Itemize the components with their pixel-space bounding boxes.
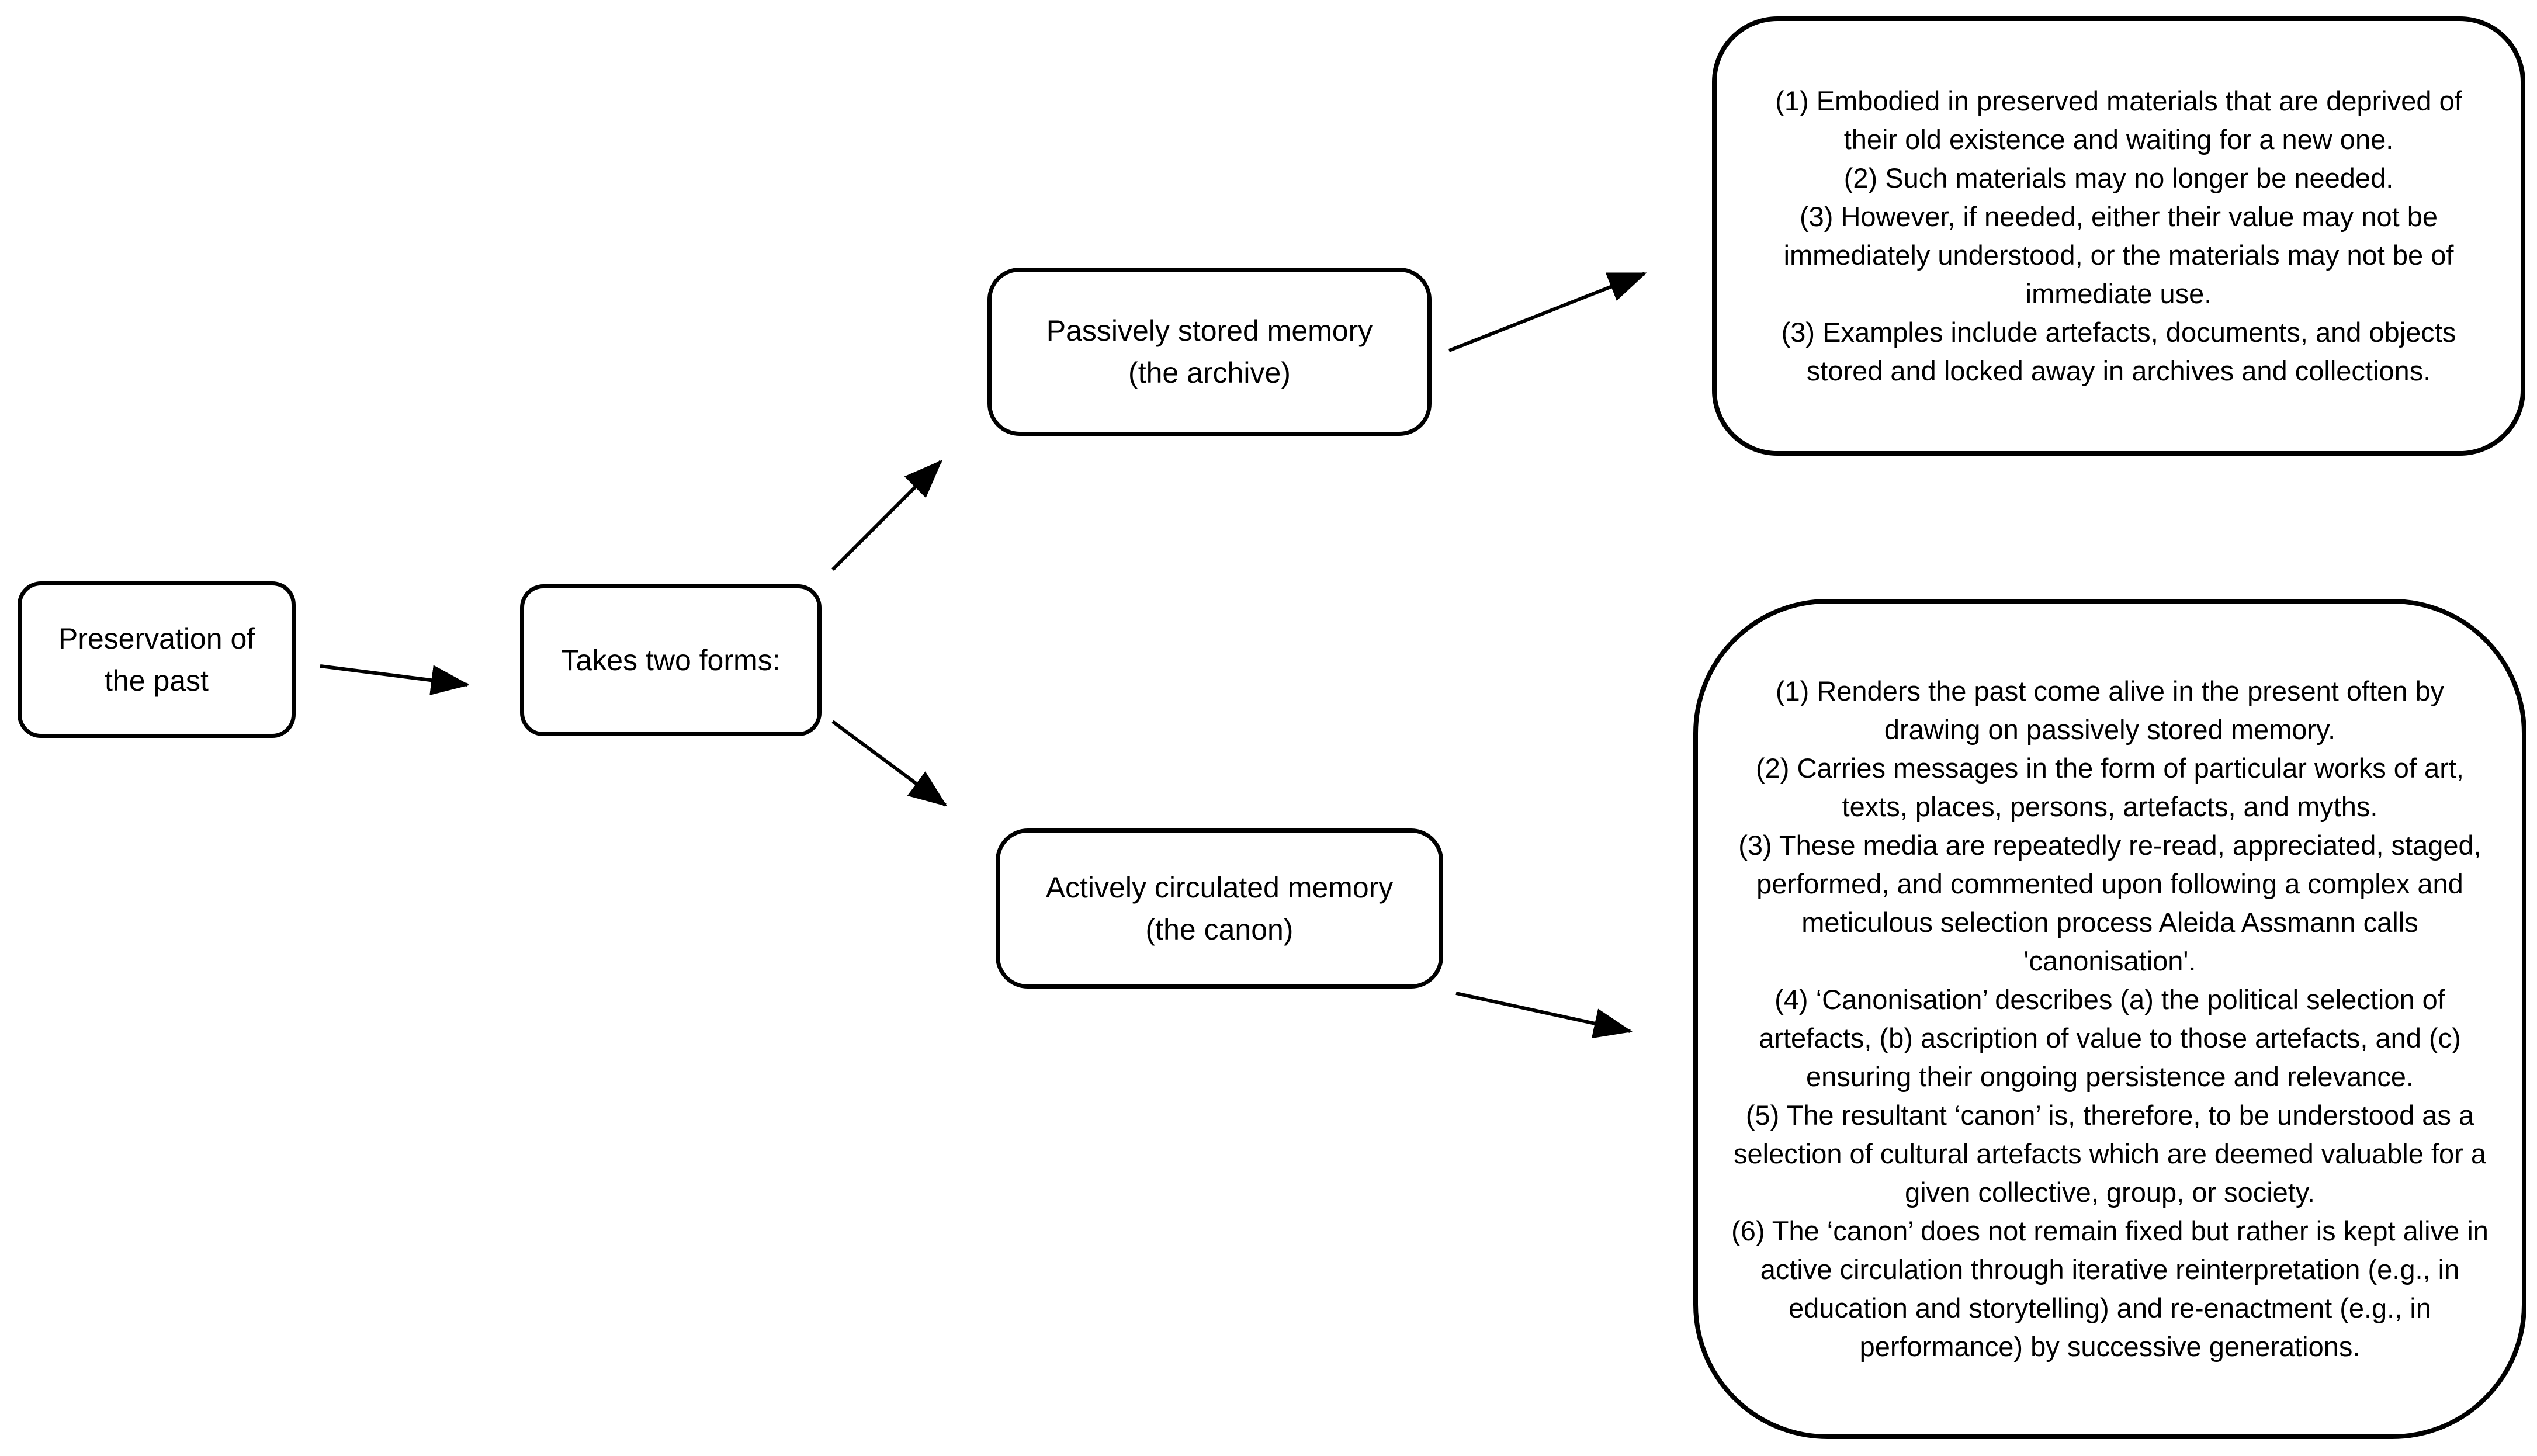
canon-item: (6) The ‘canon’ does not remain fixed bu…: [1731, 1215, 2489, 1362]
node-active-subtitle: (the canon): [1145, 913, 1294, 946]
archive-item: (1) Embodied in preserved materials that…: [1775, 85, 2462, 155]
canon-item: (3) These media are repeatedly re-read, …: [1738, 830, 2481, 976]
node-actively-circulated-memory: Actively circulated memory (the canon): [996, 828, 1443, 989]
arrow-takes-two-forms-to-passive: [831, 460, 942, 571]
canon-item: (1) Renders the past come alive in the p…: [1775, 675, 2445, 745]
detail-box-archive: (1) Embodied in preserved materials that…: [1712, 16, 2525, 456]
node-active-title: Actively circulated memory: [1045, 871, 1394, 904]
node-passive-title: Passively stored memory: [1046, 314, 1373, 347]
archive-item: (3) However, if needed, either their val…: [1783, 201, 2454, 309]
detail-box-canon: (1) Renders the past come alive in the p…: [1693, 599, 2526, 1439]
archive-item: (3) Examples include artefacts, document…: [1781, 317, 2456, 386]
canon-item: (5) The resultant ‘canon’ is, therefore,…: [1734, 1100, 2486, 1208]
node-passive-subtitle: (the archive): [1128, 356, 1291, 389]
arrow-passive-to-archive-details: [1448, 272, 1647, 352]
node-passively-stored-memory: Passively stored memory (the archive): [987, 268, 1432, 436]
node-takes-two-forms-label: Takes two forms:: [561, 644, 781, 677]
archive-item: (2) Such materials may no longer be need…: [1843, 162, 2394, 193]
node-preservation-label: Preservation of the past: [58, 622, 255, 697]
arrow-preservation-to-takes-two-forms: [320, 664, 470, 695]
node-preservation-of-the-past: Preservation of the past: [18, 581, 296, 738]
node-takes-two-forms: Takes two forms:: [520, 584, 822, 736]
canon-item: (2) Carries messages in the form of part…: [1756, 753, 2464, 822]
arrow-active-to-canon-details: [1455, 992, 1633, 1039]
canon-item: (4) ‘Canonisation’ describes (a) the pol…: [1759, 984, 2461, 1092]
arrow-takes-two-forms-to-active: [831, 720, 948, 807]
